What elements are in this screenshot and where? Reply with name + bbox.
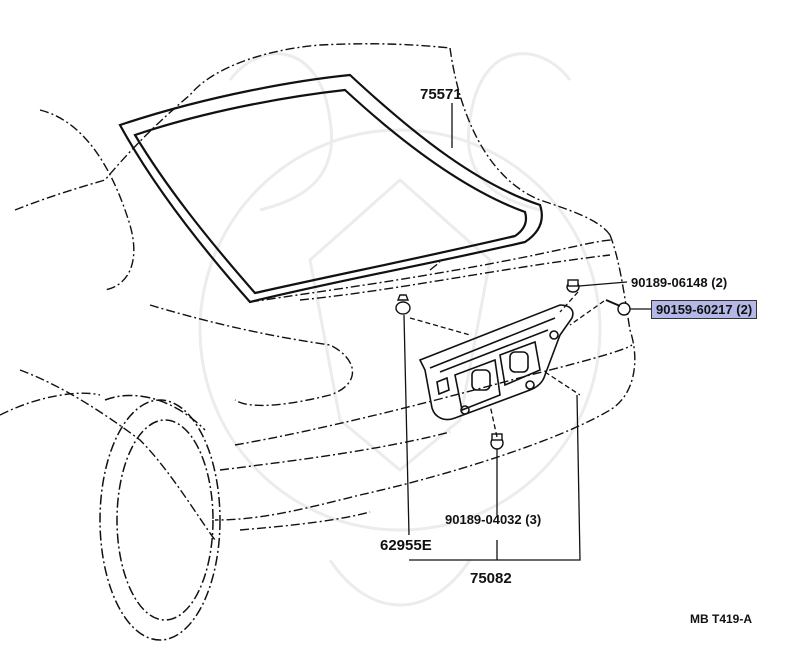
rear-wheel [99,394,221,641]
clip-left-icon [395,294,411,315]
quantity: (2) [711,275,728,290]
part-number: 90189-04032 [445,512,522,527]
rear-window [118,73,543,304]
leader-lines [403,103,652,561]
callout-clip-left: 62955E [380,538,432,553]
quantity: (3) [525,512,542,527]
part-number: 75571 [420,86,462,103]
trunk-edge [249,239,613,303]
screw-icon [605,299,631,316]
car-body-outline [0,43,636,541]
figure-code: MB T419-A [690,612,753,626]
part-number: 75082 [470,570,512,587]
part-number: 62955E [380,537,432,554]
watermark-logo [198,52,602,607]
callout-nut-upper: 90189-06148 (2) [631,276,727,289]
part-number: 90189-06148 [631,275,708,290]
part-number: 90159-60217 [656,302,733,317]
callout-clip-lower: 90189-04032 (3) [445,513,541,526]
quantity: (2) [736,302,753,317]
nut-upper-icon [566,279,580,293]
license-plate-bracket [418,304,574,421]
callout-rear-window-glass: 75571 [420,87,462,102]
callout-screw-highlighted[interactable]: 90159-60217 (2) [651,300,758,319]
callout-license-bracket: 75082 [470,571,512,586]
